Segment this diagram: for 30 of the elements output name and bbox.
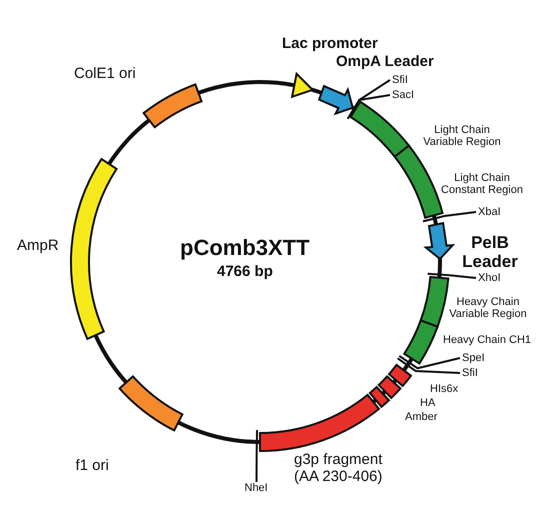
feature-label: f1 ori xyxy=(76,458,109,474)
feature-label: g3p fragment xyxy=(294,452,382,468)
restriction-site-label: XhoI xyxy=(478,272,501,284)
feature-label: HIs6x xyxy=(430,383,458,396)
leader-line xyxy=(428,272,476,279)
leader-line xyxy=(397,358,460,374)
leader-line xyxy=(422,211,476,222)
feature-label: PelB Leader xyxy=(461,234,519,272)
feature-label: (AA 230-406) xyxy=(294,468,382,485)
plasmid-name: pComb3XTT xyxy=(180,236,310,260)
restriction-site-label: XbaI xyxy=(478,206,501,218)
feature-label: Light Chain Constant Region xyxy=(440,172,524,196)
leader-line xyxy=(346,94,390,120)
restriction-site-label: SfiI xyxy=(462,367,478,380)
plasmid-size: 4766 bp xyxy=(217,264,273,280)
feature-label: Heavy Chain Variable Region xyxy=(448,296,528,320)
restriction-site-label: SacI xyxy=(392,89,414,102)
leader-line xyxy=(398,355,460,370)
feature-label: ColE1 ori xyxy=(74,66,136,82)
restriction-site-label: SpeI xyxy=(462,352,485,364)
feature-label: Heavy Chain CH1 xyxy=(443,334,532,346)
feature-label: AmpR xyxy=(17,238,59,254)
leader-line xyxy=(256,430,258,482)
feature-label: Light Chain Variable Region xyxy=(422,124,502,148)
restriction-site-label: SfiI xyxy=(392,74,408,86)
restriction-site-label: NheI xyxy=(244,482,268,494)
feature-label: Amber xyxy=(405,411,438,424)
feature-label: Lac promoter xyxy=(282,36,378,52)
feature-label: HA xyxy=(420,397,436,410)
feature-label: OmpA Leader xyxy=(336,54,434,70)
